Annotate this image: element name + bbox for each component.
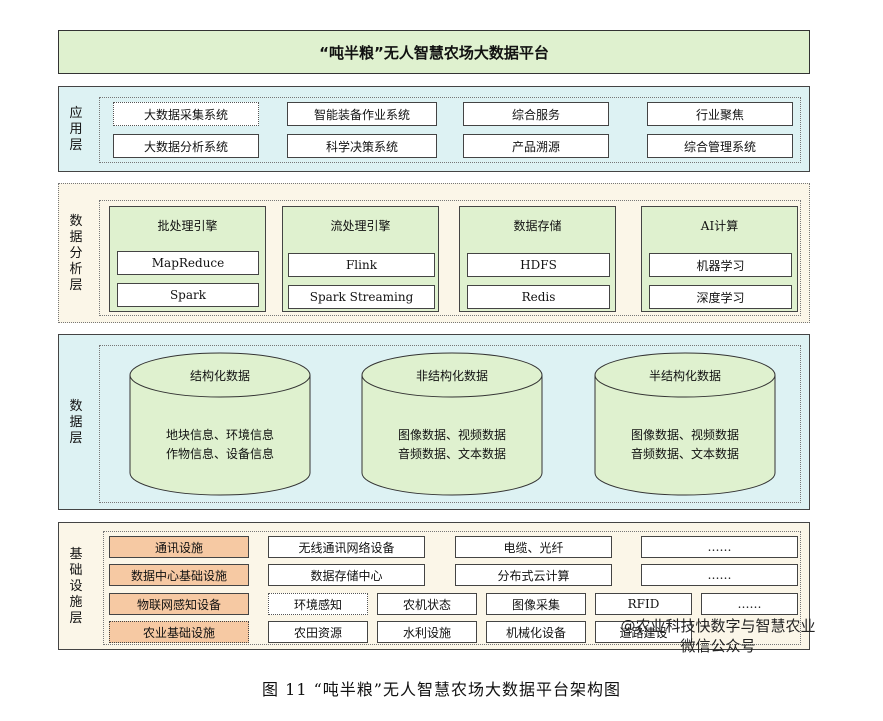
engine-storage: 数据存储 HDFS Redis: [459, 206, 616, 312]
infrastructure-layer: 基 础 设 施 层 通讯设施 无线通讯网络设备 电缆、光纤 …… 数据中心基础设…: [58, 522, 810, 650]
watermark: @农业科技快数字与智慧农业 微信公众号: [598, 616, 838, 656]
analysis-layer-label-char: 析: [69, 262, 83, 277]
infrastructure-layer-label-char: 层: [69, 611, 83, 626]
app-item: 综合服务: [463, 102, 609, 126]
infrastructure-layer-label-char: 础: [69, 563, 83, 578]
engine-title: 数据存储: [513, 219, 562, 233]
analysis-layer: 数 据 分 析 层 批处理引擎 MapReduce Spark 流处理引擎 Fl…: [58, 183, 810, 323]
analysis-layer-label-char: 分: [69, 246, 83, 261]
app-item: 产品溯源: [463, 134, 609, 158]
cylinders-svg: 结构化数据 地块信息、环境信息 作物信息、设备信息 非结构化数据 图像数据、视频…: [129, 352, 776, 496]
cylinder-line: 图像数据、视频数据: [398, 427, 506, 442]
data-layer: 数 据 层 结构化数据 地块信息、环境信息 作物信息、设备信息 非结构化数据 图…: [58, 334, 810, 510]
figure-caption: 图 11 “吨半粮”无人智慧农场大数据平台架构图: [262, 680, 621, 699]
watermark-line2: 微信公众号: [680, 637, 756, 655]
engine-ai: AI计算 机器学习 深度学习: [641, 206, 798, 312]
app-item: 智能装备作业系统: [287, 102, 437, 126]
infra-category: 通讯设施: [109, 536, 249, 558]
data-layer-label-char: 据: [69, 415, 83, 430]
engine-item: HDFS: [467, 253, 610, 277]
infra-item: ……: [701, 593, 798, 615]
infra-category: 数据中心基础设施: [109, 564, 249, 586]
cylinder-title: 半结构化数据: [649, 368, 721, 383]
cylinder-semistructured: 半结构化数据 图像数据、视频数据 音频数据、文本数据: [594, 352, 776, 496]
application-layer-label: 应 用 层: [59, 95, 93, 165]
data-layer-frame: [99, 345, 801, 503]
app-item: 大数据分析系统: [113, 134, 259, 158]
cylinder-line: 音频数据、文本数据: [631, 446, 739, 461]
cylinder-line: 图像数据、视频数据: [631, 427, 739, 442]
infra-category: 物联网感知设备: [109, 593, 249, 615]
engine-item: 深度学习: [649, 285, 792, 309]
engine-title: 批处理引擎: [157, 219, 218, 233]
platform-title: “吨半粮”无人智慧农场大数据平台: [58, 30, 810, 74]
analysis-layer-label-char: 数: [69, 214, 83, 229]
engine-title: 流处理引擎: [330, 219, 391, 233]
infra-item: 环境感知: [268, 593, 368, 615]
cylinder-unstructured: 非结构化数据 图像数据、视频数据 音频数据、文本数据: [361, 352, 543, 496]
analysis-layer-label: 数 据 分 析 层: [59, 204, 93, 304]
app-item: 综合管理系统: [647, 134, 793, 158]
application-layer-label-char: 层: [69, 138, 83, 153]
infrastructure-layer-label-char: 基: [69, 547, 83, 562]
cylinder-title: 非结构化数据: [416, 368, 488, 383]
engine-item: MapReduce: [117, 251, 259, 275]
infra-item: 水利设施: [377, 621, 477, 643]
engine-item: Spark: [117, 283, 259, 307]
infra-item: RFID: [595, 593, 692, 615]
engine-item: Flink: [288, 253, 435, 277]
infra-item: 分布式云计算: [455, 564, 612, 586]
app-item: 行业聚焦: [647, 102, 793, 126]
engine-stream: 流处理引擎 Flink Spark Streaming: [282, 206, 439, 312]
infra-item: 电缆、光纤: [455, 536, 612, 558]
infra-category: 农业基础设施: [109, 621, 249, 643]
infrastructure-layer-frame: [103, 531, 801, 645]
infrastructure-layer-label: 基 础 设 施 层: [59, 537, 93, 637]
engine-item: Redis: [467, 285, 610, 309]
infra-item: ……: [641, 536, 798, 558]
infra-item: 机械化设备: [486, 621, 586, 643]
infra-item: 农田资源: [268, 621, 368, 643]
application-layer-label-char: 用: [69, 122, 83, 137]
infra-item: ……: [641, 564, 798, 586]
engine-item: Spark Streaming: [288, 285, 435, 309]
engine-batch: 批处理引擎 MapReduce Spark: [109, 206, 266, 312]
analysis-layer-label-char: 层: [69, 278, 83, 293]
data-layer-label-char: 数: [69, 399, 83, 414]
infra-item: 图像采集: [486, 593, 586, 615]
cylinder-line: 音频数据、文本数据: [398, 446, 506, 461]
infra-item: 数据存储中心: [268, 564, 425, 586]
cylinder-line: 地块信息、环境信息: [166, 427, 274, 442]
infra-item: 农机状态: [377, 593, 477, 615]
watermark-line1: @农业科技快数字与智慧农业: [620, 617, 816, 635]
app-item: 大数据采集系统: [113, 102, 259, 126]
engine-item: 机器学习: [649, 253, 792, 277]
application-layer-frame: [99, 97, 801, 163]
application-layer: 应 用 层 大数据采集系统 智能装备作业系统 综合服务 行业聚焦 大数据分析系统…: [58, 86, 810, 172]
infra-item: 无线通讯网络设备: [268, 536, 425, 558]
cylinder-title: 结构化数据: [190, 368, 250, 383]
application-layer-label-char: 应: [69, 106, 83, 121]
infra-item: 道路建设: [595, 621, 692, 643]
engine-title: AI计算: [700, 219, 739, 233]
analysis-layer-label-char: 据: [69, 230, 83, 245]
data-layer-label-char: 层: [69, 431, 83, 446]
infrastructure-layer-label-char: 施: [69, 595, 83, 610]
data-layer-label: 数 据 层: [59, 383, 93, 463]
app-item: 科学决策系统: [287, 134, 437, 158]
cylinder-structured: 结构化数据 地块信息、环境信息 作物信息、设备信息: [129, 352, 311, 496]
cylinder-line: 作物信息、设备信息: [166, 446, 274, 461]
analysis-layer-frame: [99, 200, 801, 316]
infrastructure-layer-label-char: 设: [69, 579, 83, 594]
